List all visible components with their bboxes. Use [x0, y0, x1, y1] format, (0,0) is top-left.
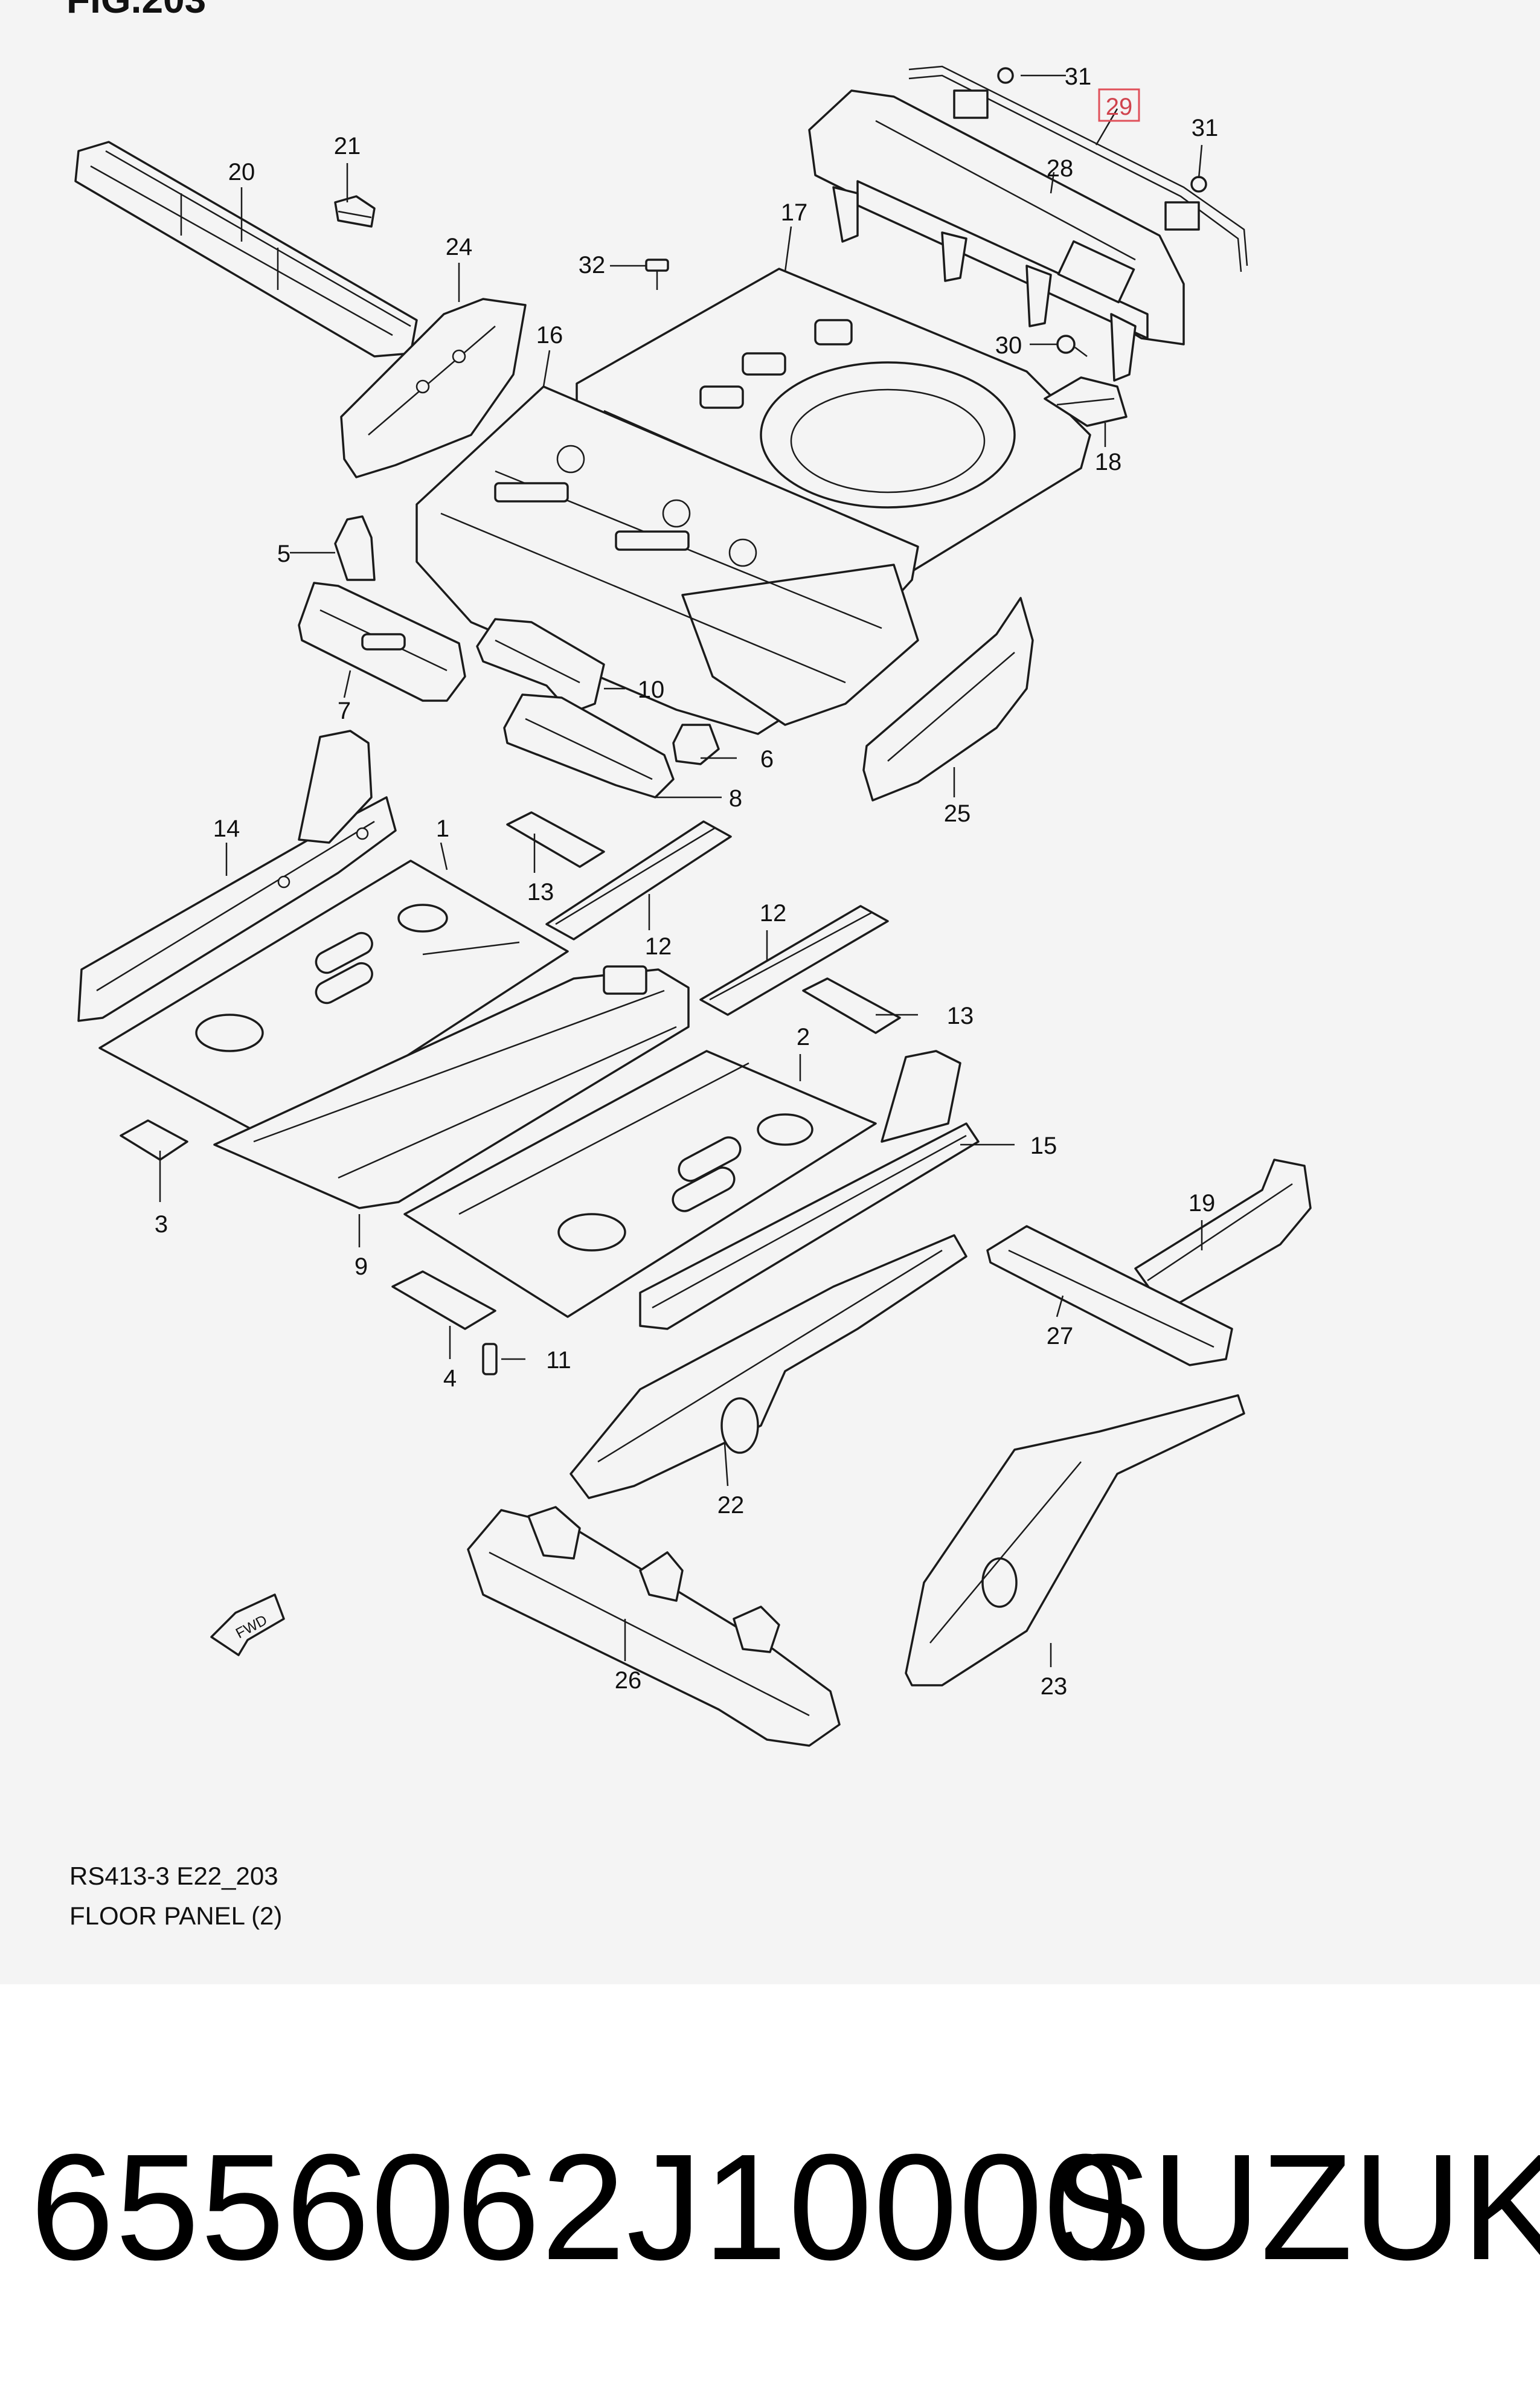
part-12-floor-member-right [699, 905, 889, 1016]
callout-30: 30 [995, 332, 1022, 359]
callout-21: 21 [334, 133, 361, 159]
callout-2: 2 [797, 1024, 810, 1050]
exploded-parts-diagram: FWD [74, 63, 1312, 1747]
part-27-crossmember [986, 1225, 1233, 1366]
figure-code: RS413-3 E22_203 [69, 1862, 278, 1890]
part-3-plate [120, 1119, 188, 1161]
callout-7: 7 [338, 698, 351, 724]
callout-28: 28 [1047, 155, 1074, 182]
figure-header: FIG.203 [66, 0, 206, 22]
callout-25: 25 [944, 800, 971, 827]
part-7-crossmember [298, 582, 466, 702]
callout-23: 23 [1041, 1673, 1068, 1700]
callout-27: 27 [1047, 1323, 1074, 1349]
callout-17: 17 [781, 199, 808, 226]
callout-31-right: 31 [1192, 115, 1219, 141]
callout-26: 26 [615, 1667, 642, 1694]
callout-24: 24 [446, 234, 473, 260]
callout-19: 19 [1189, 1190, 1216, 1217]
callout-10: 10 [638, 677, 665, 703]
callout-13-upper: 13 [527, 879, 554, 905]
part-23-front-side-member [905, 1394, 1245, 1686]
part-6-bracket [672, 724, 720, 765]
part-25-rear-side-extension [862, 597, 1034, 802]
part-29-rear-upper-bar [908, 65, 1248, 272]
part-10-bracket [476, 618, 605, 714]
part-21-clip [334, 195, 376, 228]
figure-title: FLOOR PANEL (2) [69, 1902, 283, 1930]
callout-18: 18 [1095, 449, 1122, 475]
callout-22: 22 [717, 1492, 745, 1519]
callout-29: 29 [1106, 94, 1133, 120]
part-4-plate [391, 1270, 496, 1330]
callout-12-left: 12 [645, 933, 672, 960]
part-2-front-floor-panel [403, 1050, 877, 1318]
part-30-bolt [1056, 335, 1088, 357]
part-1-front-floor-panel [98, 860, 569, 1143]
part-19-rear-side-member [1134, 1159, 1312, 1312]
part-number: 6556062J10000 [30, 2123, 1129, 2291]
callout-1: 1 [436, 815, 449, 842]
callout-4: 4 [443, 1365, 457, 1392]
callout-31-top: 31 [1065, 63, 1092, 90]
callout-9: 9 [355, 1253, 368, 1280]
part-13-plate-lower [802, 977, 901, 1034]
callout-6: 6 [760, 746, 774, 773]
diagram-panel: FIG.203 [0, 0, 1540, 1984]
brand-name: SUZUKI [1051, 2123, 1540, 2291]
part-12-floor-member-left [545, 820, 732, 940]
part-32-screw [645, 259, 669, 290]
callout-32: 32 [579, 252, 606, 278]
fwd-arrow-icon: FWD [210, 1593, 285, 1656]
part-5-bracket [334, 515, 376, 581]
part-31-nut-right [1190, 176, 1207, 193]
part-18-bracket [1044, 376, 1128, 427]
part-24-side-extension [340, 298, 527, 478]
callout-14: 14 [213, 815, 240, 842]
callout-15: 15 [1030, 1133, 1057, 1159]
callout-5: 5 [277, 541, 290, 567]
part-9-center-tunnel [213, 965, 690, 1209]
part-14-side-sill [77, 730, 397, 1022]
part-8-crossmember [503, 693, 675, 799]
part-15-side-sill [639, 1050, 980, 1330]
callout-12-right: 12 [760, 900, 787, 927]
part-26-front-crossmember [467, 1506, 841, 1747]
part-22-front-side-member [569, 1234, 967, 1499]
part-31-nut-top [997, 67, 1014, 84]
callout-8: 8 [729, 785, 742, 812]
callout-11: 11 [546, 1347, 571, 1374]
leader-lines [159, 74, 1203, 1667]
callout-20: 20 [228, 159, 255, 185]
part-11-bolt [482, 1343, 498, 1375]
part-28-rear-end-panel [808, 89, 1185, 382]
callout-3: 3 [155, 1211, 168, 1238]
part-13-plate-upper [506, 811, 605, 868]
callout-16: 16 [536, 322, 563, 349]
callout-13-lower: 13 [947, 1003, 974, 1029]
callout-labels: 20 21 24 16 17 32 28 29 31 31 30 18 5 7 … [155, 63, 1218, 1700]
highlighted-callout-29: 29 [1098, 88, 1140, 122]
